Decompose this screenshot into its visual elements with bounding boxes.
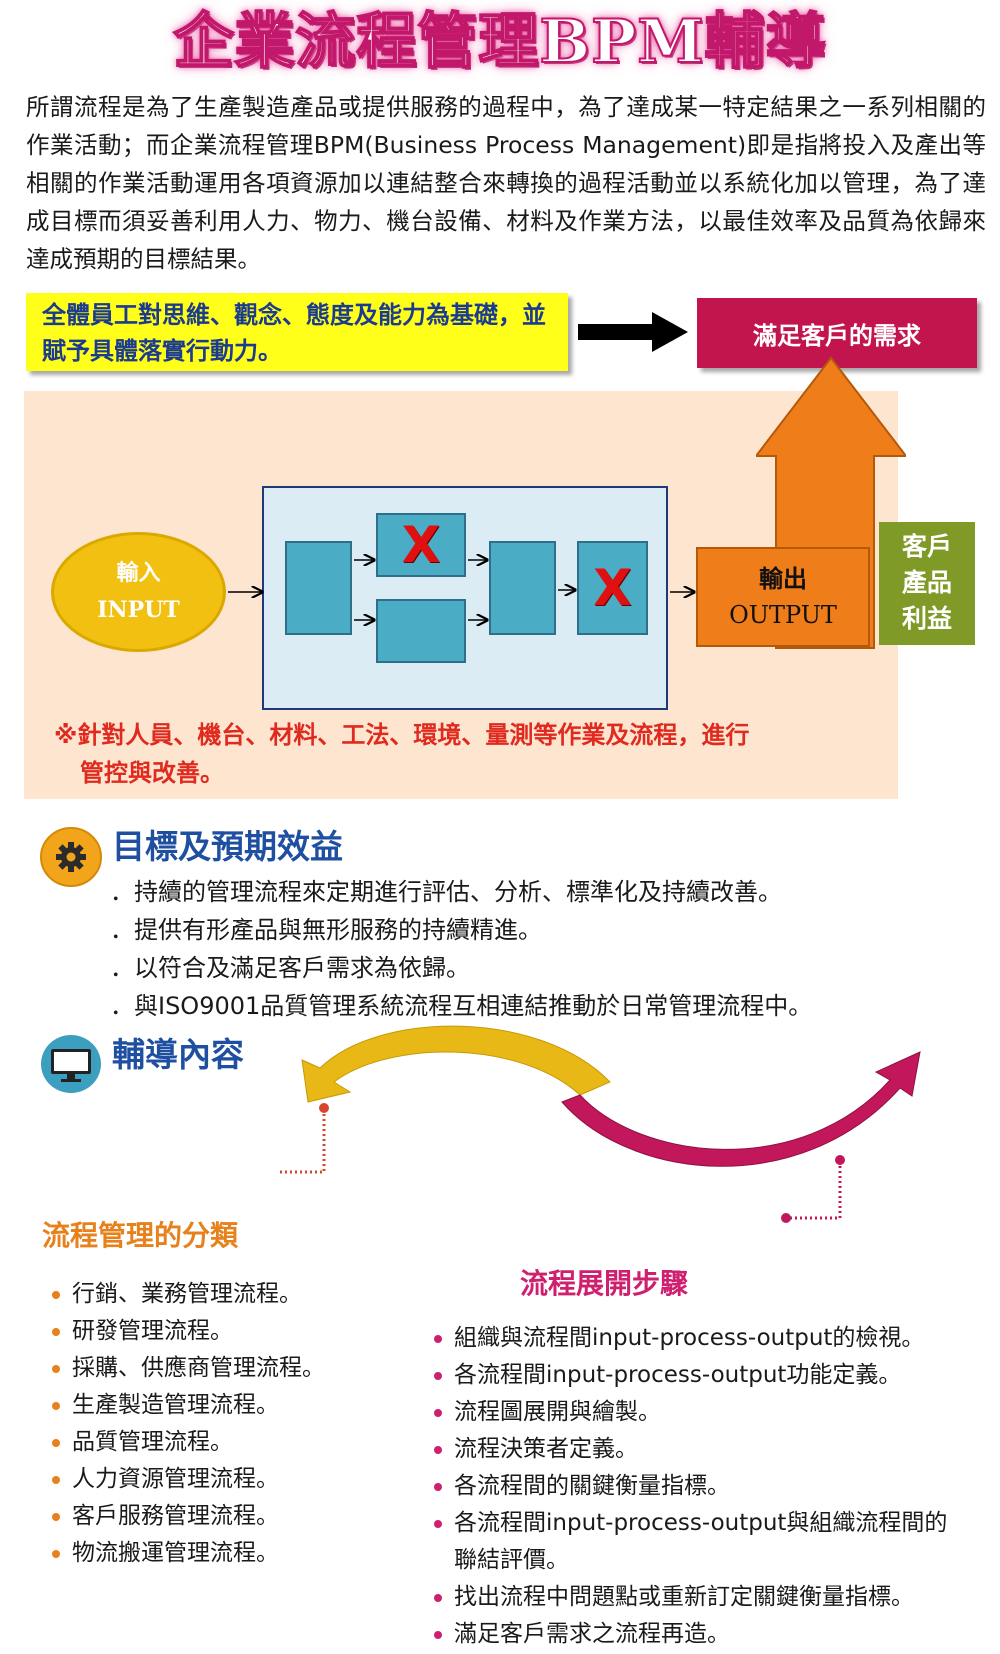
list-item: 流程圖展開與繪製。 — [430, 1394, 970, 1431]
list-item: 物流搬運管理流程。 — [48, 1535, 468, 1572]
gear-icon — [40, 827, 102, 887]
list-item: 採購、供應商管理流程。 — [48, 1350, 468, 1387]
page-title: 企業流程管理BPM輔導 — [172, 6, 827, 78]
input-label-en: INPUT — [97, 597, 180, 623]
list-item: 提供有形產品與無形服務的持續精進。 — [110, 911, 970, 949]
customer-demand-box: 滿足客戶的需求 — [697, 298, 977, 368]
right-arrow-icon — [578, 312, 688, 352]
process-step-box — [489, 541, 556, 635]
list-item: 生產製造管理流程。 — [48, 1387, 468, 1424]
control-note: ※針對人員、機台、材料、工法、環境、量測等作業及流程，進行 管控與改善。 — [54, 716, 874, 792]
list-item: 客戶服務管理流程。 — [48, 1498, 468, 1535]
goals-list: 持續的管理流程來定期進行評估、分析、標準化及持續改善。 提供有形產品與無形服務的… — [110, 873, 970, 1025]
note-line: ※針對人員、機台、材料、工法、環境、量測等作業及流程，進行 — [54, 721, 750, 749]
list-item: 研發管理流程。 — [48, 1313, 468, 1350]
list-item: 人力資源管理流程。 — [48, 1461, 468, 1498]
list-item: 行銷、業務管理流程。 — [48, 1276, 468, 1313]
cross-icon: X — [401, 516, 441, 574]
list-item: 各流程間input-process-output與組織流程間的聯結評價。 — [430, 1505, 970, 1579]
input-node: 輸入 INPUT — [51, 532, 226, 652]
steps-list: 組織與流程間input-process-output的檢視。 各流程間input… — [430, 1320, 970, 1653]
list-item: 流程決策者定義。 — [430, 1431, 970, 1468]
process-step-box-failed: X — [376, 513, 466, 577]
output-label-zh: 輸出 — [759, 565, 807, 593]
intro-paragraph: 所謂流程是為了生產製造產品或提供服務的過程中，為了達成某一特定結果之一系列相關的… — [26, 93, 986, 273]
list-item: 各流程間input-process-output功能定義。 — [430, 1357, 970, 1394]
input-label-zh: 輸入 — [116, 561, 161, 586]
foundation-box: 全體員工對思維、觀念、態度及能力為基礎，並賦予具體落實行動力。 — [26, 293, 568, 371]
list-item: 與ISO9001品質管理系統流程互相連結推動於日常管理流程中。 — [110, 987, 970, 1025]
benefit-line: 客戶 — [901, 532, 952, 561]
benefit-line: 利益 — [901, 604, 952, 633]
list-item: 持續的管理流程來定期進行評估、分析、標準化及持續改善。 — [110, 873, 970, 911]
magenta-curve-arrow — [561, 1051, 921, 1167]
output-label-en: OUTPUT — [729, 601, 837, 629]
note-line: 管控與改善。 — [80, 759, 224, 787]
list-item: 滿足客戶需求之流程再造。 — [430, 1616, 970, 1653]
monitor-icon — [41, 1035, 101, 1093]
classification-heading: 流程管理的分類 — [42, 1219, 239, 1252]
coaching-heading: 輔導內容 — [112, 1035, 244, 1074]
output-node: 輸出 OUTPUT — [696, 547, 870, 647]
cross-icon: X — [593, 559, 632, 617]
list-item: 以符合及滿足客戶需求為依歸。 — [110, 949, 970, 987]
benefit-line: 產品 — [901, 568, 952, 597]
process-step-box-failed: X — [577, 541, 648, 635]
process-step-box — [285, 541, 352, 635]
customer-benefit-box: 客戶 產品 利益 — [879, 522, 975, 645]
classification-list: 行銷、業務管理流程。 研發管理流程。 採購、供應商管理流程。 生產製造管理流程。… — [48, 1276, 468, 1572]
list-item: 找出流程中問題點或重新訂定關鍵衡量指標。 — [430, 1579, 970, 1616]
goals-heading: 目標及預期效益 — [112, 827, 343, 866]
steps-heading: 流程展開步驟 — [520, 1267, 689, 1300]
process-step-box — [376, 599, 466, 663]
list-item: 組織與流程間input-process-output的檢視。 — [430, 1320, 970, 1357]
list-item: 各流程間的關鍵衡量指標。 — [430, 1468, 970, 1505]
curved-arrows-decoration — [280, 1025, 921, 1223]
yellow-curve-arrow — [301, 1025, 611, 1103]
list-item: 品質管理流程。 — [48, 1424, 468, 1461]
